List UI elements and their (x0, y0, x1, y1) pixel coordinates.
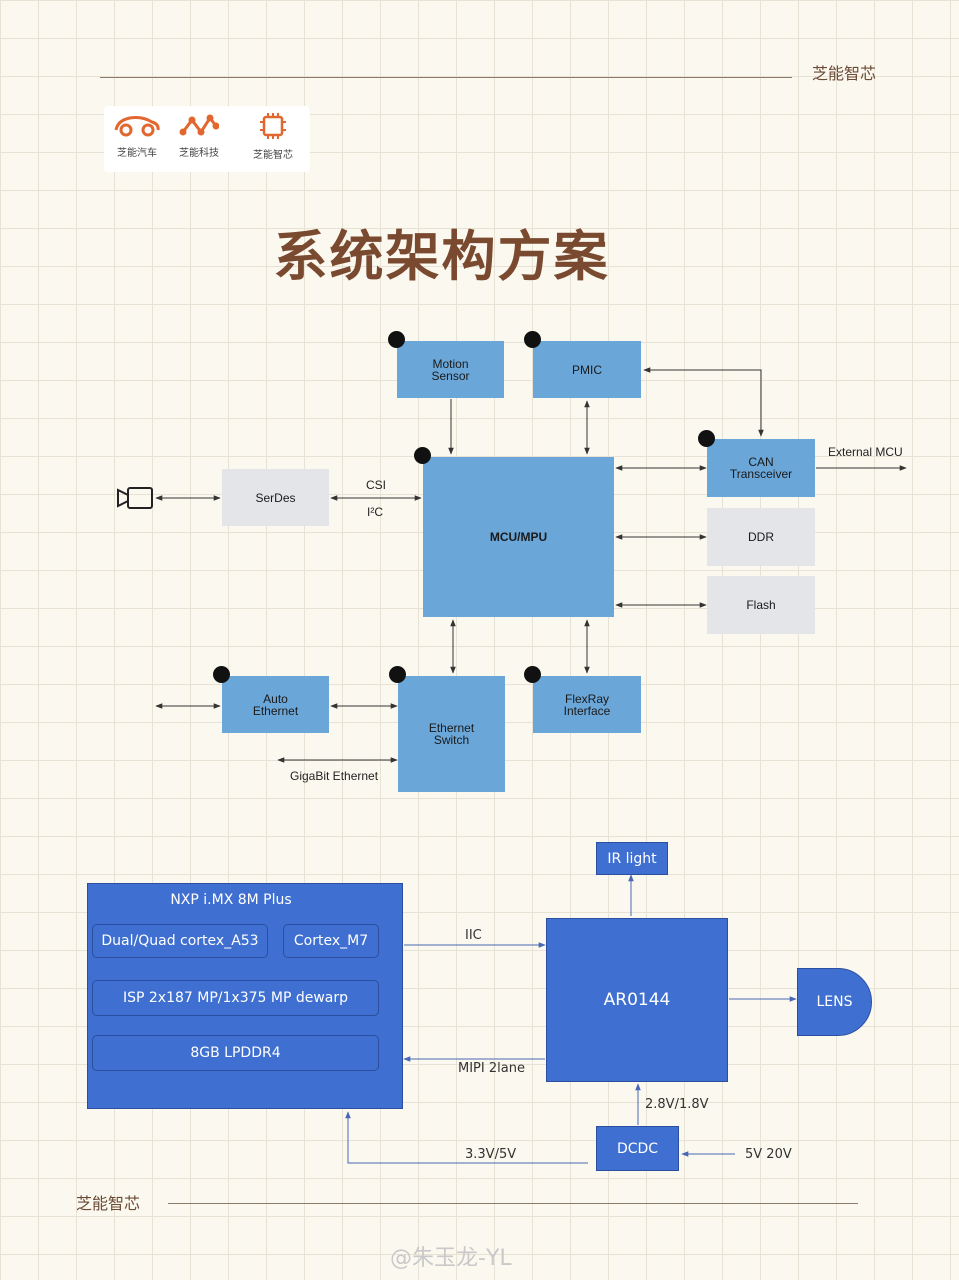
dcdc-block: DCDC (596, 1126, 679, 1171)
can-transceiver-block: CAN Transceiver (707, 439, 815, 497)
auto-ethernet-block: Auto Ethernet (222, 676, 329, 733)
marker-ethernet-switch (389, 666, 406, 683)
csi-label: CSI (366, 478, 387, 492)
external-mcu-label: External MCU (828, 445, 903, 459)
cores-a53-block: Dual/Quad cortex_A53 (92, 924, 268, 958)
footer-rule (168, 1203, 858, 1204)
soc-voltage-label: 3.3V/5V (465, 1147, 517, 1162)
marker-can (698, 430, 715, 447)
gigabit-ethernet-label: GigaBit Ethernet (290, 769, 379, 783)
sensor-voltage-label: 2.8V/1.8V (645, 1097, 709, 1112)
logo-network-label: 芝能科技 (179, 148, 219, 159)
marker-pmic (524, 331, 541, 348)
marker-auto-ethernet (213, 666, 230, 683)
logo-car-label: 芝能汽车 (117, 148, 157, 159)
header-brand: 芝能智芯 (812, 64, 877, 83)
header-rule (100, 77, 792, 78)
page-title: 系统架构方案 (273, 225, 610, 288)
ar0144-sensor-block: AR0144 (546, 918, 728, 1082)
lens-label: LENS (816, 994, 853, 1010)
i2c-label: I²C (367, 505, 383, 519)
isp-block: ISP 2x187 MP/1x375 MP dewarp (92, 980, 379, 1016)
footer-brand: 芝能智芯 (76, 1194, 141, 1213)
logo-car: 芝能汽车 (104, 112, 170, 159)
flash-block: Flash (707, 576, 815, 634)
iic-label: IIC (465, 928, 482, 943)
logo-chip-label: 芝能智芯 (253, 150, 293, 161)
input-voltage-label: 5V 20V (745, 1147, 792, 1162)
cores-m7-block: Cortex_M7 (283, 924, 379, 958)
logo-network: 芝能科技 (166, 112, 232, 159)
lens-block: LENS (797, 968, 872, 1036)
logo-chip: 芝能智芯 (240, 112, 306, 161)
mcu-mpu-block: MCU/MPU (423, 457, 614, 617)
soc-title: NXP i.MX 8M Plus (170, 892, 292, 908)
logo-card: 芝能汽车 芝能科技 芝能智芯 (104, 106, 310, 172)
mipi-label: MIPI 2lane (458, 1061, 525, 1076)
watermark: @朱玉龙-YL (390, 1246, 512, 1271)
motion-sensor-block: Motion Sensor (397, 341, 504, 398)
flexray-interface-block: FlexRay Interface (533, 676, 641, 733)
network-logo-icon (179, 114, 220, 136)
marker-mcu (414, 447, 431, 464)
ethernet-switch-block: Ethernet Switch (398, 676, 505, 792)
lpddr4-block: 8GB LPDDR4 (92, 1035, 379, 1071)
serdes-block: SerDes (222, 469, 329, 526)
ddr-block: DDR (707, 508, 815, 566)
chip-logo-icon (260, 113, 286, 139)
camera-icon (117, 487, 153, 509)
dcdc-label: DCDC (616, 1140, 659, 1157)
marker-motion (388, 331, 405, 348)
car-logo-icon (114, 116, 160, 137)
pmic-block: PMIC (533, 341, 641, 398)
marker-flexray (524, 666, 541, 683)
ir-light-label: IR light (607, 850, 657, 867)
ar0144-label: AR0144 (603, 990, 671, 1010)
ir-light-block: IR light (596, 842, 668, 875)
